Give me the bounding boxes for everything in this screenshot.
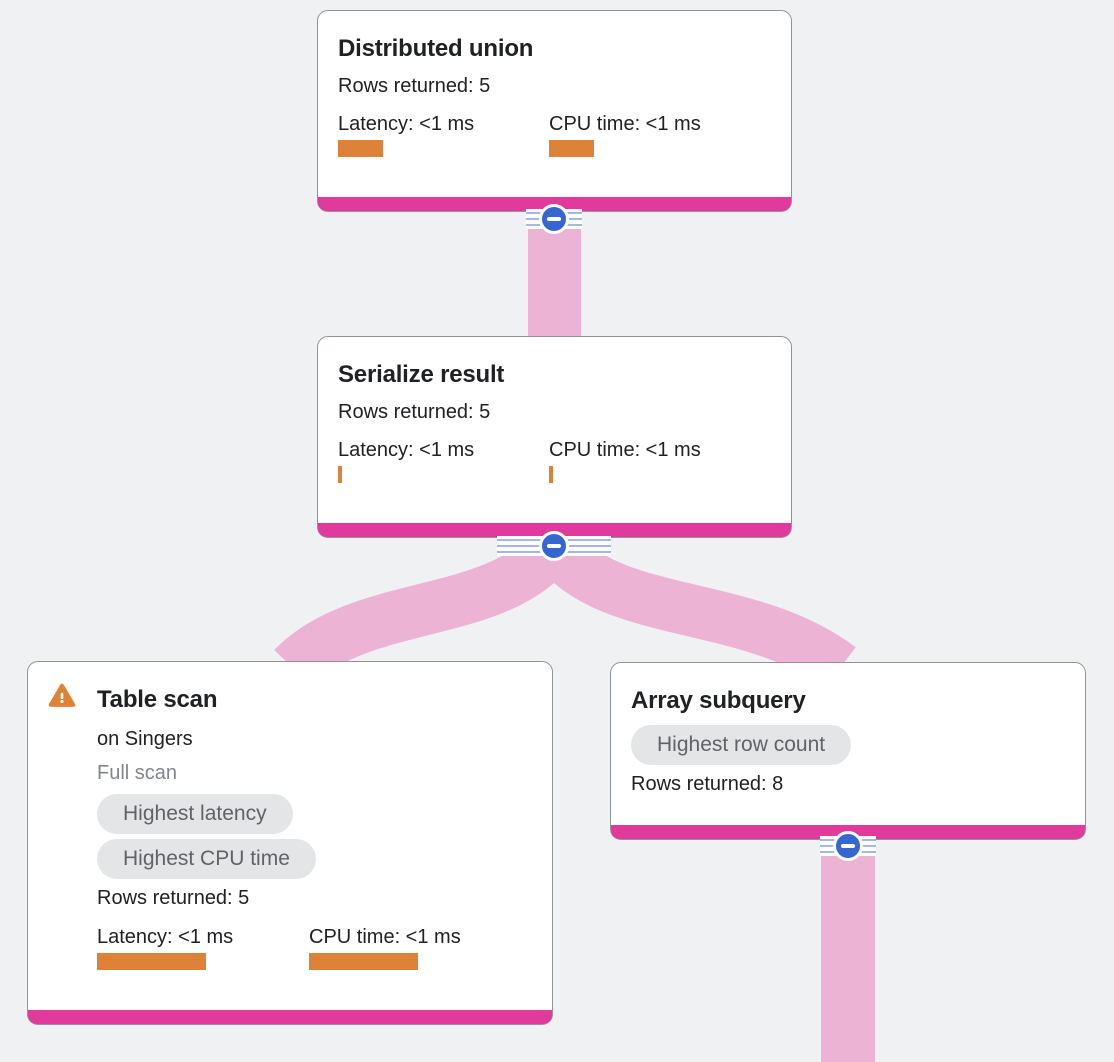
metrics-row: Latency: <1 ms CPU time: <1 ms (97, 926, 521, 970)
badge-highest-row-count: Highest row count (631, 725, 852, 765)
collapse-button-array-subquery[interactable] (833, 831, 863, 861)
collapse-button-serialize-result[interactable] (539, 531, 569, 561)
edge-array-subquery-to-child (821, 830, 875, 1062)
latency-bar (338, 466, 342, 483)
cpu-time-label: CPU time: <1 ms (309, 926, 461, 948)
node-subtitle: on Singers (97, 728, 193, 750)
edge-serialize-result-to-array-subquery (532, 528, 856, 690)
minus-icon (547, 217, 561, 221)
metrics-row: Latency: <1 ms CPU time: <1 ms (338, 113, 771, 157)
full-scan-note: Full scan (97, 762, 178, 784)
cpu-time-bar (309, 953, 418, 970)
node-title: Serialize result (338, 361, 505, 388)
minus-icon (841, 844, 855, 848)
collapse-button-distributed-union[interactable] (539, 204, 569, 234)
node-array-subquery[interactable]: Array subquery Highest row count Rows re… (610, 662, 1086, 840)
metrics-row: Latency: <1 ms CPU time: <1 ms (338, 439, 771, 483)
rows-returned: Rows returned: 5 (97, 887, 250, 909)
badge-highest-cpu-time: Highest CPU time (97, 839, 316, 879)
node-title: Table scan (97, 686, 218, 713)
node-accent-bar (28, 1010, 552, 1024)
latency-bar (338, 140, 383, 157)
node-distributed-union[interactable]: Distributed union Rows returned: 5 Laten… (317, 10, 792, 212)
latency-label: Latency: <1 ms (338, 113, 475, 135)
warning-icon (48, 682, 76, 970)
edge-serialize-result-to-table-scan (274, 528, 576, 687)
latency-label: Latency: <1 ms (338, 439, 475, 461)
node-accent-bar (318, 523, 791, 537)
node-table-scan[interactable]: Table scan on Singers Full scan Highest … (27, 661, 553, 1025)
node-title: Distributed union (338, 35, 534, 62)
latency-label: Latency: <1 ms (97, 926, 234, 948)
rows-returned: Rows returned: 5 (338, 75, 491, 97)
node-serialize-result[interactable]: Serialize result Rows returned: 5 Latenc… (317, 336, 792, 538)
cpu-time-bar (549, 466, 553, 483)
cpu-time-bar (549, 140, 594, 157)
node-title: Array subquery (631, 687, 806, 714)
latency-bar (97, 953, 206, 970)
rows-returned: Rows returned: 8 (631, 773, 784, 795)
minus-icon (547, 544, 561, 548)
badge-highest-latency: Highest latency (97, 794, 293, 834)
cpu-time-label: CPU time: <1 ms (549, 439, 701, 461)
cpu-time-label: CPU time: <1 ms (549, 113, 701, 135)
rows-returned: Rows returned: 5 (338, 401, 491, 423)
